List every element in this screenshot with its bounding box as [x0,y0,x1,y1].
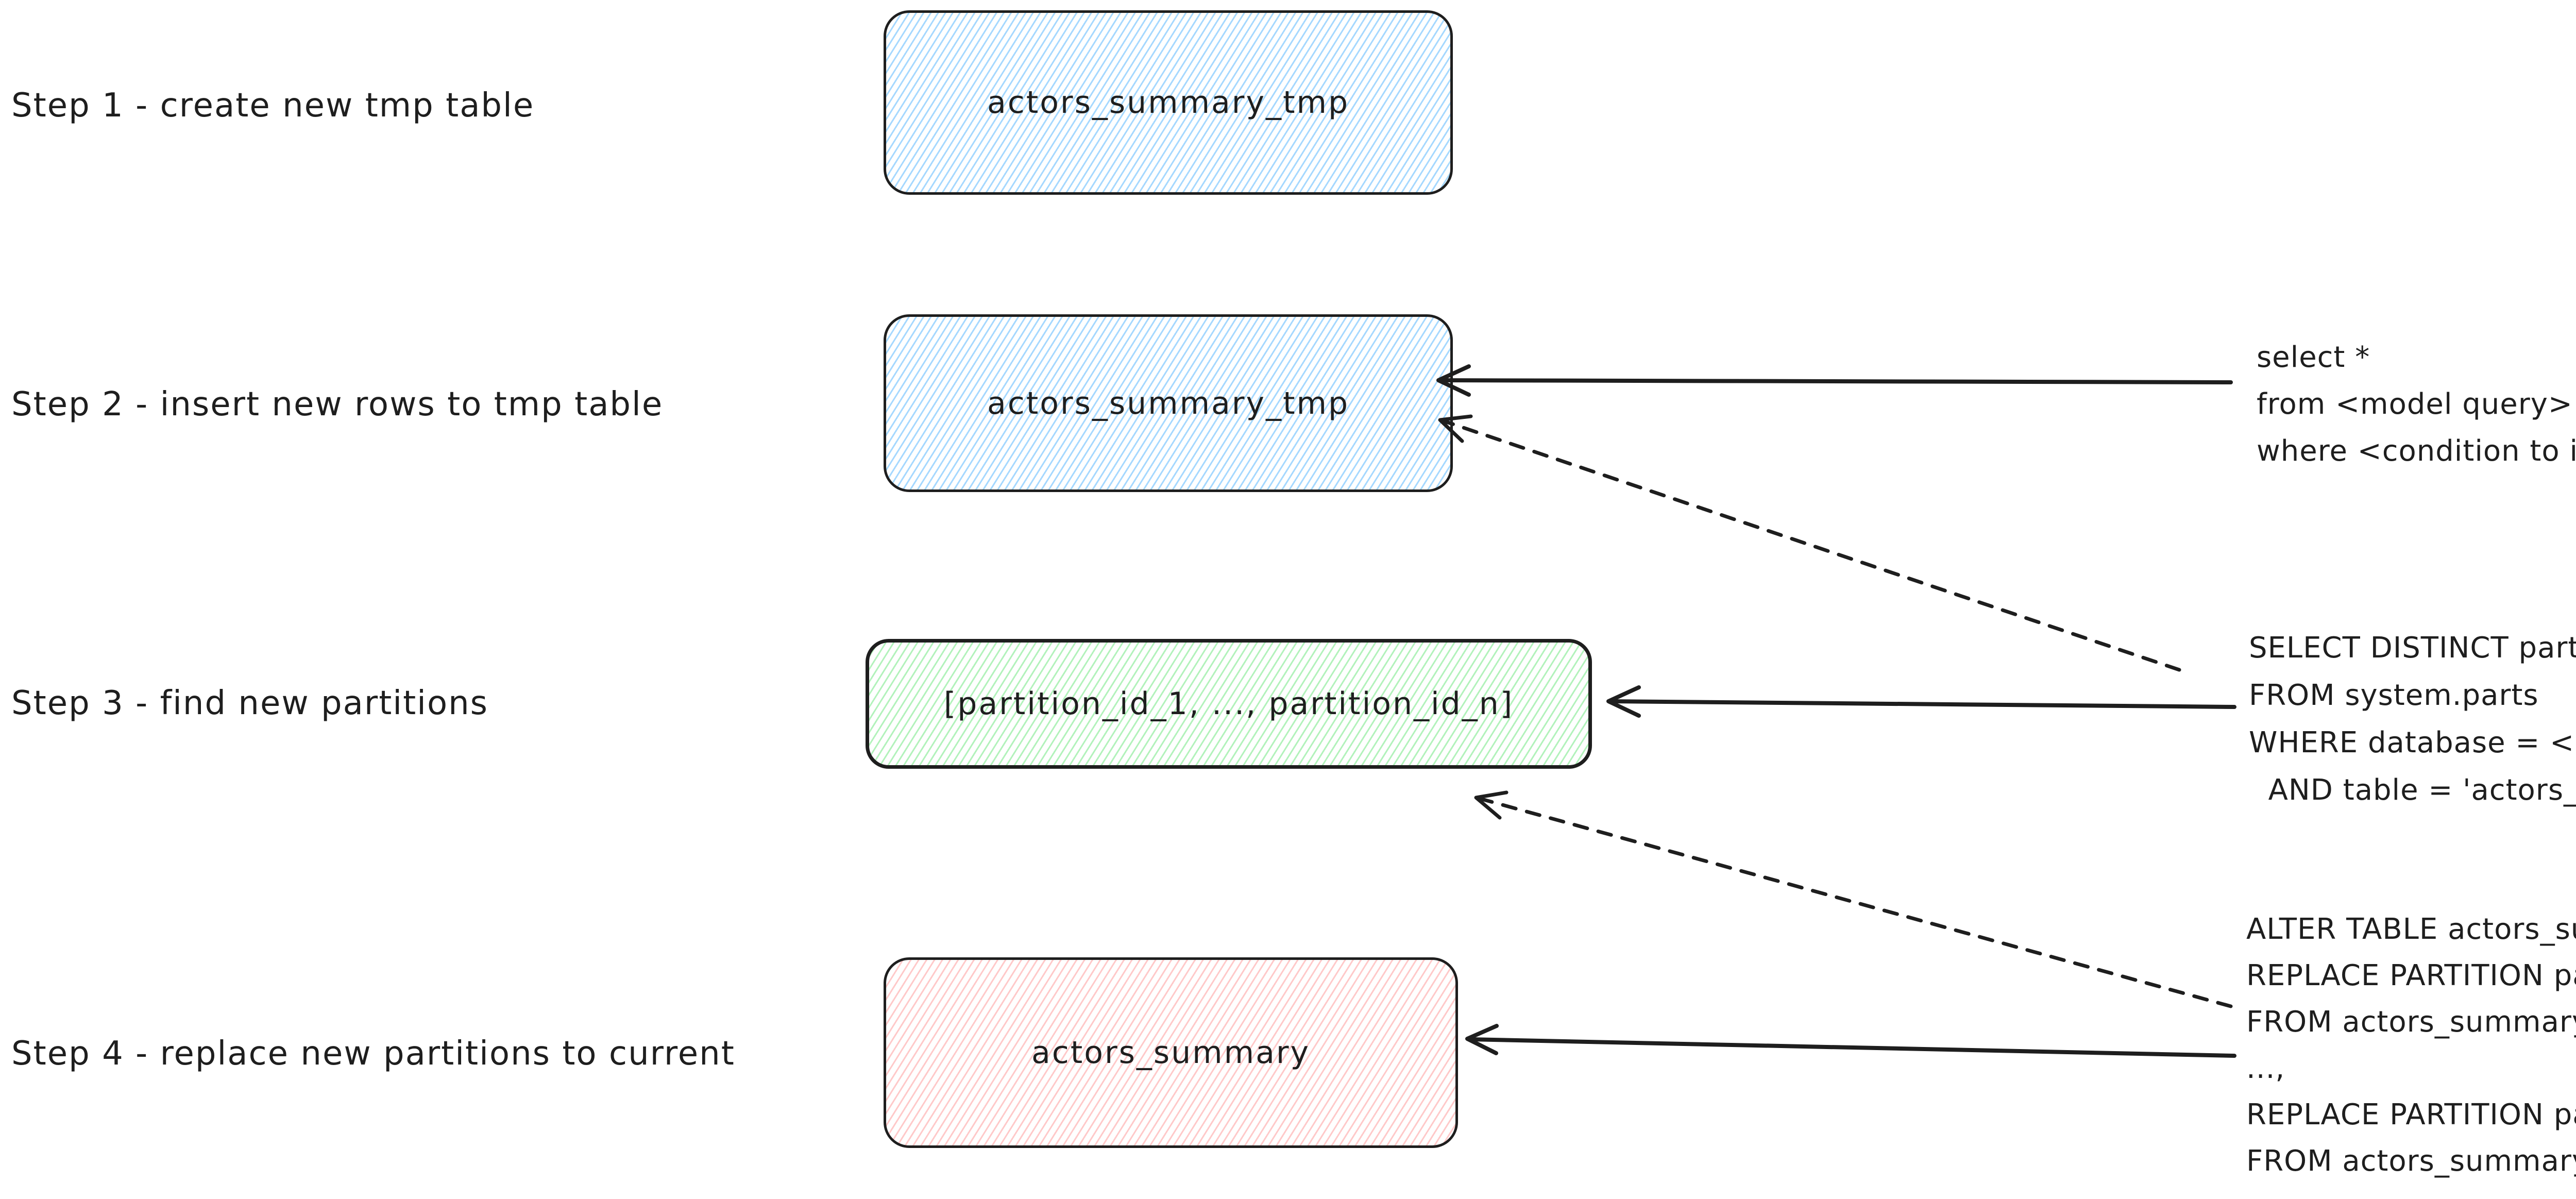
step-1-label: Step 1 - create new tmp table [11,87,535,125]
step1-tmp-table-box: actors_summary_tmp [884,10,1453,195]
arrow-replace-query-to-summary [1465,1024,2236,1058]
arrow-find-query-to-partitions [1606,685,2236,718]
step4-summary-box-label: actors_summary [1031,1035,1311,1071]
step2-tmp-table-box: actors_summary_tmp [884,314,1453,492]
step-2-label: Step 2 - insert new rows to tmp table [11,385,664,424]
dashed-arrow-find-query-to-tmp-table [1438,414,2181,672]
step3-partitions-box-label: [partition_id_1, ..., partition_id_n] [943,686,1514,722]
replace-partitions-query-text: ALTER TABLE actors_summary REPLACE PARTI… [2246,913,2576,1178]
arrow-insert-query-to-tmp-table [1436,364,2233,397]
dashed-arrow-replace-query-to-partitions [1474,790,2233,1008]
step2-tmp-table-box-label: actors_summary_tmp [987,385,1350,421]
step-3-label: Step 3 - find new partitions [11,684,488,722]
find-partitions-query-text: SELECT DISTINCT partition_id FROM system… [2249,631,2576,807]
insert-query-text: select * from <model query> where <condi… [2257,341,2576,468]
step1-tmp-table-box-label: actors_summary_tmp [987,85,1350,121]
step-4-label: Step 4 - replace new partitions to curre… [11,1035,735,1073]
step4-summary-box: actors_summary [884,957,1458,1148]
step3-partitions-box: [partition_id_1, ..., partition_id_n] [866,639,1592,769]
